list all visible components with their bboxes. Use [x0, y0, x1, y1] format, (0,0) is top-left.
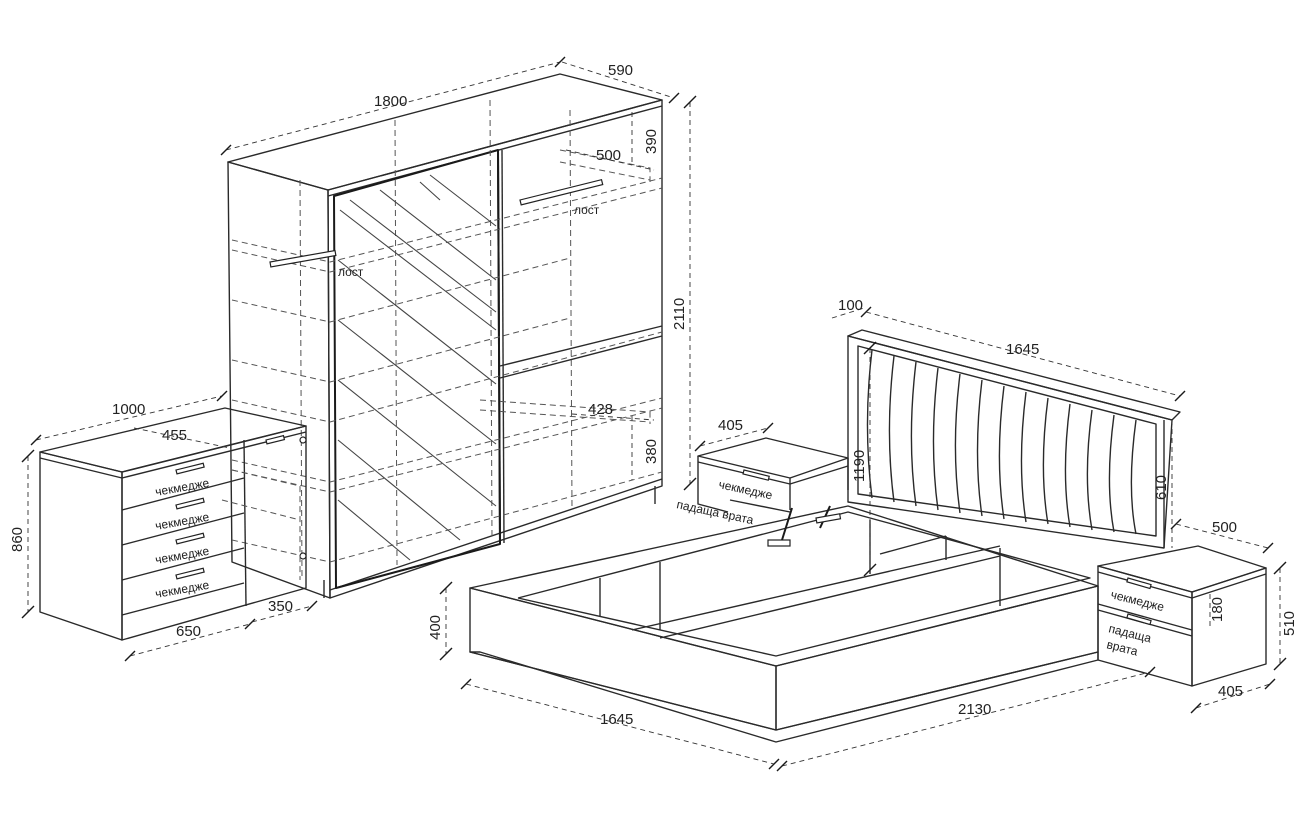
drawer-label-4: чекмедже — [154, 578, 210, 601]
dim-headboard-height: 1190 — [851, 450, 868, 482]
nightstand-left-door-text: падаща врата — [675, 497, 755, 527]
dim-frame-length: 2130 — [958, 701, 991, 718]
drawer-handle-icon — [175, 567, 205, 580]
nightstand-right-door-handle-icon — [1126, 613, 1152, 626]
door-handle-icon — [265, 434, 286, 445]
dim-frame-width: 1645 — [600, 711, 633, 728]
dim-headboard-width: 1645 — [1006, 341, 1039, 358]
dim-nightstand-right-width: 405 — [1218, 683, 1243, 700]
dim-top-section: 390 — [643, 129, 660, 154]
nightstand-right-side — [1191, 567, 1267, 687]
bed: 100 1645 1190 610 400 1645 2130 — [427, 297, 1186, 772]
headboard-panel — [857, 345, 1157, 537]
dim-drawer-block: 650 — [176, 623, 201, 640]
dim-headboard-thickness: 100 — [838, 297, 863, 314]
nightstand-right-handle-icon — [1126, 577, 1152, 590]
dim-nightstand-right-drawer: 180 — [1209, 597, 1226, 622]
nightstand-handle-icon — [742, 469, 770, 481]
door-divider — [497, 149, 501, 545]
dim-nightstand-right-depth: 500 — [1212, 519, 1237, 536]
right-rod-icon — [519, 178, 604, 206]
nightstand-right-top — [1097, 545, 1267, 593]
drawer-handle-icon — [175, 497, 205, 510]
dim-dresser-height: 860 — [9, 527, 26, 552]
dresser-side — [39, 451, 123, 641]
left-rod-icon — [269, 249, 337, 268]
dim-dresser-depth: 455 — [162, 427, 187, 444]
nightstand-left: чекмедже падаща врата 405 — [675, 417, 849, 527]
dim-line-dresser-width — [35, 395, 223, 441]
nightstand-left-top — [697, 437, 849, 479]
dim-line-wardrobe-width — [225, 61, 561, 151]
dim-nightstand-left-width: 405 — [718, 417, 743, 434]
headboard-tufting — [866, 349, 1137, 535]
dim-headboard-panel: 610 — [1153, 475, 1170, 500]
bed-frame-side — [469, 587, 777, 731]
left-rod-label: лост — [338, 265, 364, 279]
dim-lower-section: 380 — [643, 439, 660, 464]
dim-nightstand-right-height: 510 — [1281, 611, 1298, 636]
dim-shelf-depth: 500 — [596, 147, 621, 164]
bed-frame-foot — [775, 585, 1099, 731]
drawer-handle-icon — [175, 532, 205, 545]
hinge-icon — [299, 552, 307, 560]
dim-frame-height: 400 — [427, 615, 444, 640]
lift-mechanism-icon — [767, 539, 791, 547]
wardrobe-front — [327, 99, 663, 599]
bed-plinth — [469, 651, 1099, 743]
wardrobe: лост лост 1800 590 2110 500 390 428 380 — [220, 56, 697, 599]
dim-wardrobe-depth: 590 — [608, 62, 633, 79]
dim-wardrobe-height: 2110 — [671, 298, 688, 330]
drawer-handle-icon — [175, 462, 205, 475]
wardrobe-top — [227, 73, 663, 191]
hinge-icon — [299, 436, 307, 444]
dim-wardrobe-width: 1800 — [374, 93, 407, 110]
mirror-glass-reflections — [337, 174, 497, 561]
dim-dresser-width: 1000 — [112, 401, 145, 418]
right-rod-label: лост — [574, 203, 600, 217]
dim-inner-depth: 428 — [588, 401, 613, 418]
nightstand-left-door-label: падаща врата — [675, 497, 755, 527]
headboard-top-edge — [847, 329, 1181, 421]
dim-side-block: 350 — [268, 598, 293, 615]
wardrobe-left-side — [227, 161, 331, 599]
nightstand-left-drawer-label: чекмедже — [717, 477, 774, 502]
nightstand-right: чекмедже падаща врата 500 510 180 405 — [1097, 518, 1298, 714]
drawer-label-1: чекмедже — [154, 476, 210, 499]
dresser: чекмедже чекмедже чекмедже чекмедже 1000… — [9, 390, 318, 662]
lift-bracket-icon — [815, 513, 842, 524]
